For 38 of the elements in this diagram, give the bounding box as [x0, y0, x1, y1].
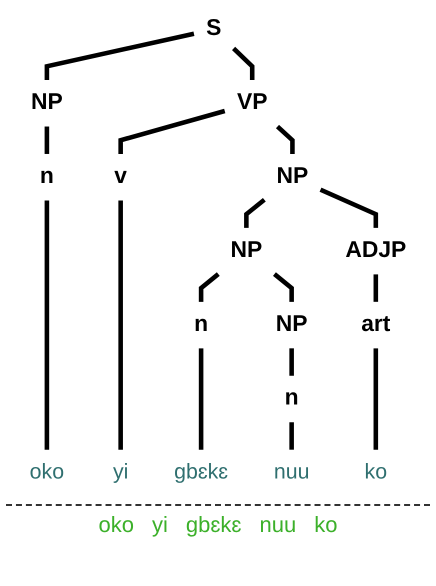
node-text: VP: [236, 89, 268, 116]
node-text: S: [206, 15, 222, 42]
connector: [44, 32, 194, 80]
connector: [320, 188, 378, 228]
node-text: v: [114, 163, 128, 190]
node-text: ADJP: [345, 237, 406, 263]
connector: [244, 198, 266, 228]
word-label: yi: [152, 512, 168, 538]
node-text: art: [361, 310, 390, 337]
connector: [273, 272, 294, 302]
word-label: ko: [314, 512, 338, 538]
node-text: NP: [31, 89, 63, 116]
node-text: NP: [276, 163, 308, 190]
node-text: n: [194, 310, 208, 337]
connector: [276, 124, 295, 154]
node-text: yi: [112, 458, 128, 484]
node-text: NP: [230, 237, 262, 263]
connector: [118, 108, 226, 154]
connector: [198, 272, 220, 302]
node-text: n: [284, 384, 299, 411]
word-label: oko: [98, 512, 134, 538]
node-text: gbɛkɛ: [174, 458, 228, 484]
connector: [232, 46, 254, 80]
node-text: nuu: [274, 458, 310, 484]
node-text: oko: [30, 458, 64, 484]
node-text: ko: [364, 458, 388, 484]
connector: [44, 200, 50, 450]
node-text: NP: [276, 310, 308, 337]
connector: [44, 126, 50, 154]
node-text: n: [40, 163, 54, 190]
word-label: nuu: [260, 512, 296, 538]
connector: [374, 348, 378, 450]
word-label: gbɛkɛ: [186, 512, 242, 538]
connector: [289, 348, 294, 376]
connector: [198, 348, 204, 450]
connector: [374, 274, 378, 302]
connector: [118, 200, 123, 450]
connector: [289, 422, 294, 450]
